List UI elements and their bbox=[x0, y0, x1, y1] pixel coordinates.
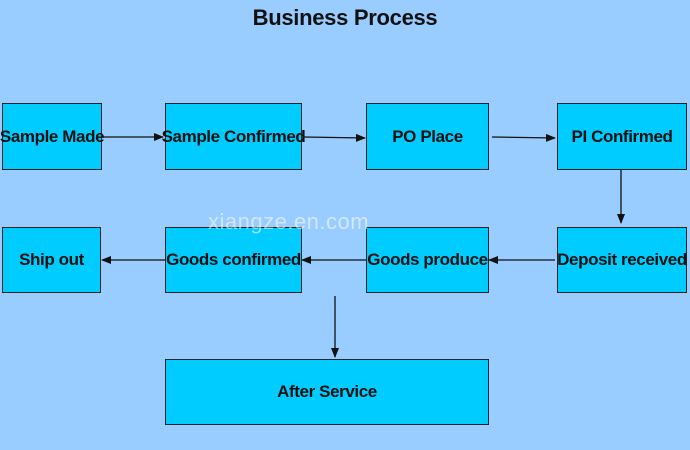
node-sample-made: Sample Made bbox=[0, 103, 105, 170]
node-ship-out: Ship out bbox=[2, 227, 101, 293]
diagram-title: Business Process bbox=[252, 5, 438, 30]
node-after-service: After Service bbox=[165, 359, 489, 425]
node-goods-confirmed: Goods confirmed bbox=[165, 227, 302, 293]
node-pi-confirmed: PI Confirmed bbox=[557, 103, 687, 170]
node-goods-produce: Goods produce bbox=[366, 227, 489, 293]
node-deposit-received: Deposit received bbox=[557, 227, 687, 293]
arrow-po-place-to-pi-confirmed bbox=[491, 133, 556, 142]
node-sample-confirmed: Sample Confirmed bbox=[162, 103, 306, 170]
node-po-place: PO Place bbox=[366, 103, 489, 170]
arrow-sample-confirmed-to-po-place bbox=[303, 133, 366, 142]
watermark-text: xiangze.en.com bbox=[208, 209, 370, 234]
